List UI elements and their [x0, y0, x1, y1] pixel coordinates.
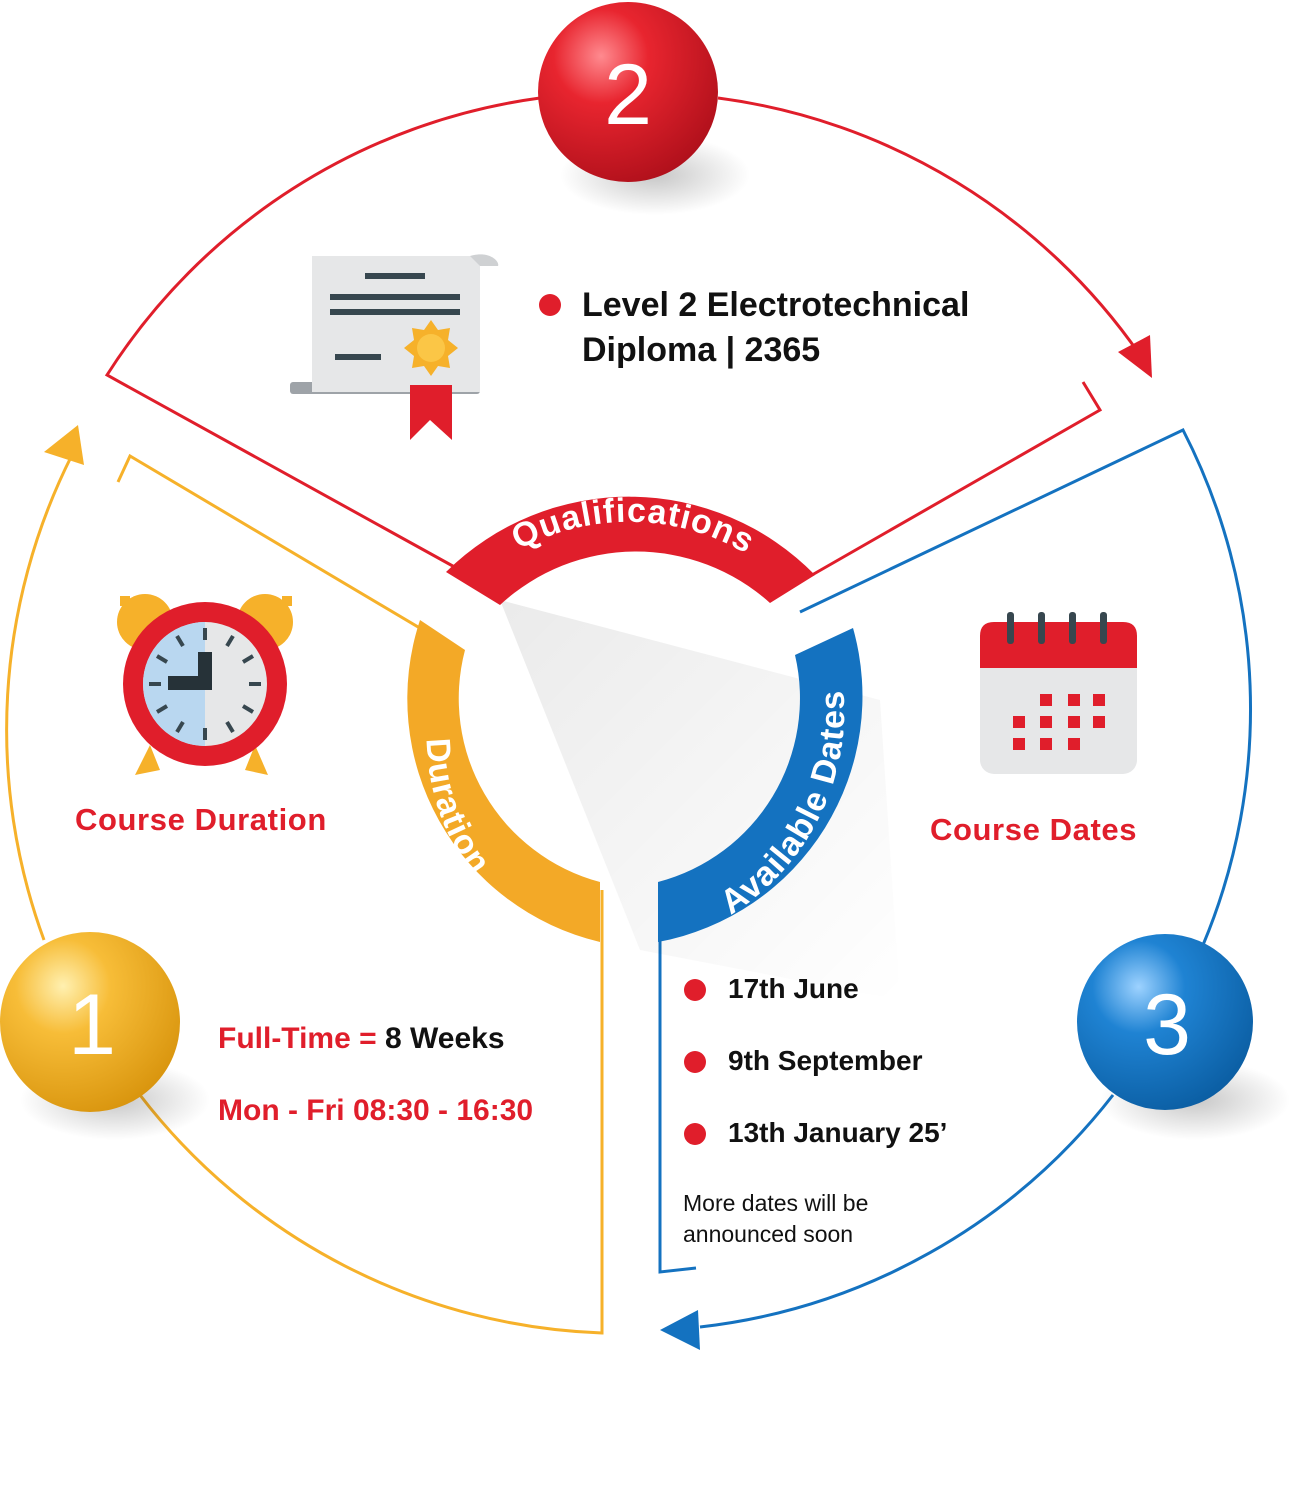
dates-note-line-2: announced soon [683, 1221, 854, 1247]
full-time-label: Full-Time = [218, 1022, 377, 1055]
sector-two-inner-line [811, 381, 1103, 577]
node-three-number: 3 [1143, 977, 1191, 1073]
sector-three-inner-line [658, 935, 697, 1274]
dates-note-line-1: More dates will be [683, 1190, 869, 1216]
date-item: 9th September [728, 1045, 923, 1076]
arrow-yellow-icon [44, 425, 84, 465]
node-one-ball [0, 932, 180, 1112]
course-dates-heading: Course Dates [930, 812, 1138, 847]
sector-one-outline [5, 454, 74, 941]
full-time-line: Full-Time = 8 Weeks [218, 1022, 505, 1056]
arrow-blue-icon [660, 1310, 700, 1350]
qualification-bullet [539, 294, 561, 316]
course-duration-heading: Course Duration [75, 802, 327, 837]
node-three-ball [1077, 934, 1253, 1110]
sector-three-outline [799, 428, 1253, 946]
schedule-text: Mon - Fri 08:30 - 16:30 [218, 1094, 534, 1127]
sector-two-outline [104, 96, 541, 572]
sector-one-inner-line [116, 453, 441, 642]
alarm-clock-icon [117, 594, 293, 775]
qualification-line-2: Diploma | 2365 [582, 331, 821, 369]
date-bullet [684, 1051, 706, 1073]
date-bullet [684, 979, 706, 1001]
date-item: 13th January 25’ [728, 1117, 948, 1148]
sector-one-outline-bottom [138, 890, 604, 1335]
node-two-ball [538, 2, 718, 182]
qualification-line-1: Level 2 Electrotechnical [582, 286, 970, 324]
sector-three-outline-bottom [699, 1094, 1115, 1329]
calendar-icon [980, 612, 1137, 774]
certificate-icon [290, 254, 499, 440]
ring-segment-qualifications [446, 496, 815, 605]
ring-segment-duration [407, 620, 600, 942]
date-bullet [684, 1123, 706, 1145]
sector-two-outline-right [717, 96, 1142, 356]
arrow-red-icon [1118, 335, 1152, 378]
node-one-number: 1 [68, 977, 116, 1073]
date-item: 17th June [728, 973, 859, 1004]
full-time-value: 8 Weeks [385, 1022, 505, 1055]
ring-segment-available-dates [658, 628, 863, 942]
node-two-number: 2 [604, 47, 652, 143]
